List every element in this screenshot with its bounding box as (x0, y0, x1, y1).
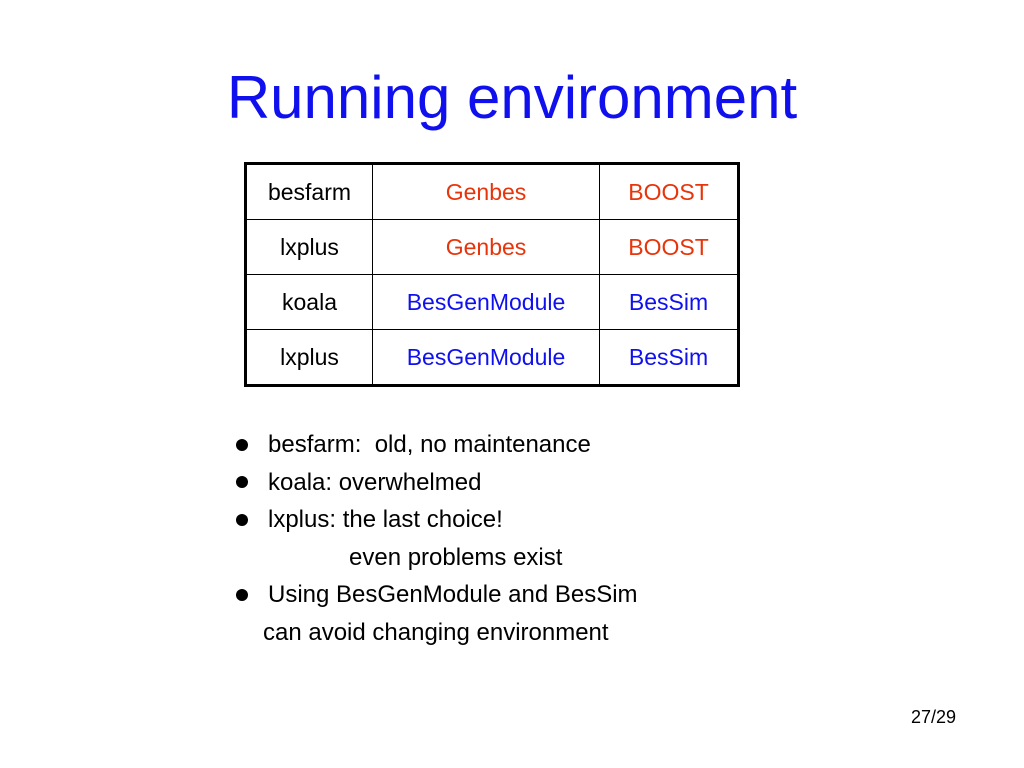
bullet-text: koala: overwhelmed (268, 468, 482, 496)
bullet-continuation: even problems exist (349, 543, 563, 571)
bullet-dot-icon (236, 476, 248, 489)
table-row: lxplus BesGenModule BesSim (245, 329, 739, 386)
bullet-list: besfarm: old, no maintenance koala: over… (234, 426, 638, 651)
table-cell: lxplus (245, 219, 373, 275)
bullet-text: lxplus: the last choice! (268, 506, 503, 533)
table-row: besfarm Genbes BOOST (245, 163, 739, 220)
table-cell: koala (245, 274, 373, 330)
bullet-item: lxplus: the last choice! (234, 501, 638, 539)
bullet-item: Using BesGenModule and BesSim (234, 576, 638, 614)
table-cell: BesGenModule (372, 329, 600, 386)
table-row: lxplus Genbes BOOST (245, 219, 739, 275)
page-number: 27/29 (911, 707, 957, 727)
table-cell: BOOST (599, 219, 739, 275)
bullet-item: koala: overwhelmed (234, 464, 638, 502)
table-cell: lxplus (245, 329, 373, 386)
slide-title: Running environment (226, 64, 798, 131)
bullet-text: besfarm: old, no maintenance (268, 431, 591, 458)
bullet-continuation: can avoid changing environment (263, 618, 609, 646)
table-cell: BesSim (599, 329, 739, 386)
bullet-dot-icon (236, 588, 248, 601)
bullet-text: Using BesGenModule and BesSim (268, 581, 638, 608)
bullet-item: besfarm: old, no maintenance (234, 426, 638, 464)
table-cell: BesSim (599, 274, 739, 330)
environment-table: besfarm Genbes BOOST lxplus Genbes BOOST… (244, 162, 740, 387)
table-cell: besfarm (245, 163, 373, 220)
bullet-dot-icon (236, 513, 248, 526)
table-cell: BOOST (599, 163, 739, 220)
bullet-dot-icon (236, 438, 248, 451)
table-cell: Genbes (372, 219, 600, 275)
table-cell: Genbes (372, 163, 600, 220)
table-row: koala BesGenModule BesSim (245, 274, 739, 330)
table-cell: BesGenModule (372, 274, 600, 330)
